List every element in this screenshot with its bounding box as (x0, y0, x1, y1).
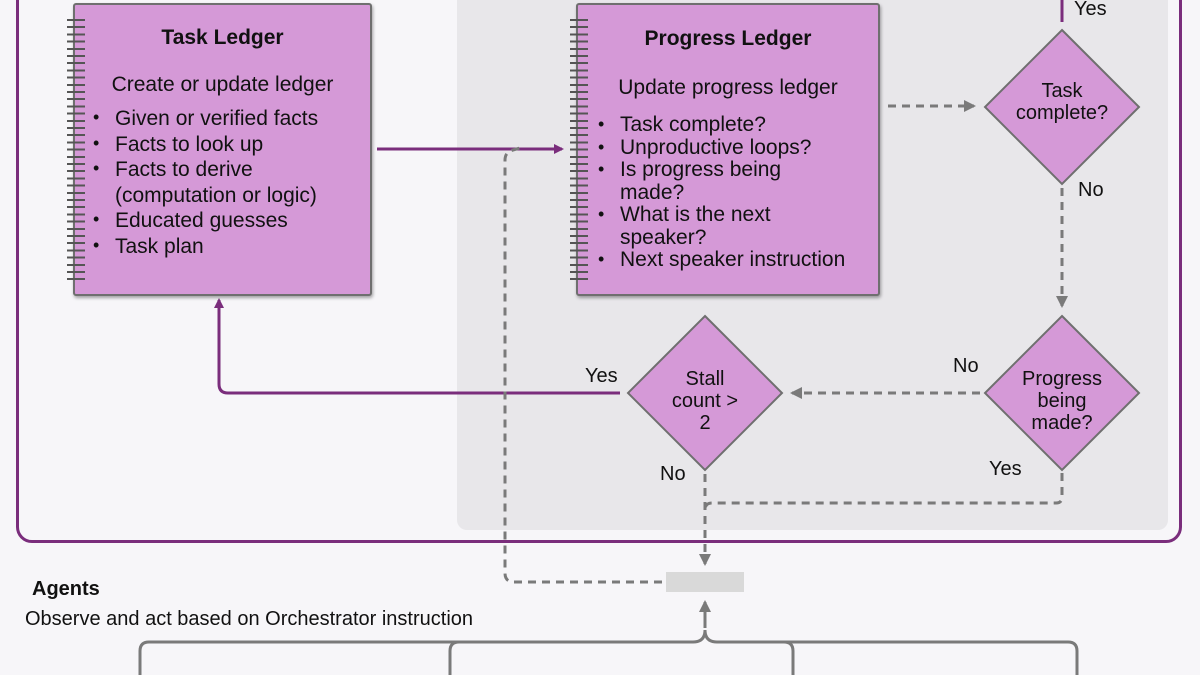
agents-heading: Agents (32, 578, 100, 600)
agents-to-progress-path (503, 146, 662, 584)
list-item: Facts to look up (93, 131, 368, 158)
spiral-binding-icon (570, 19, 588, 281)
task-complete-diamond (983, 28, 1141, 186)
list-item: Facts to derive (computation or logic) (93, 156, 368, 208)
task-ledger-title: Task Ledger (161, 26, 284, 49)
stall-count-diamond (626, 314, 784, 472)
list-item: Task plan (93, 233, 368, 260)
list-item: Unproductive loops? (598, 136, 813, 160)
list-item: Is progress being made? (598, 158, 813, 204)
top-yes-label: Yes (1074, 0, 1107, 20)
progress-ledger-list: Task complete? Unproductive loops? Is pr… (598, 113, 845, 272)
stall-yes-arrow (214, 298, 620, 395)
stall-no-label: No (660, 463, 686, 485)
progress-made-diamond (983, 314, 1141, 472)
stall-yes-label: Yes (585, 365, 618, 387)
list-item: Given or verified facts (93, 105, 368, 132)
agents-description: Observe and act based on Orchestrator in… (25, 608, 474, 630)
progress-ledger-subtitle: Update progress ledger (618, 76, 838, 99)
progress-ledger-card: Progress Ledger Update progress ledger T… (570, 3, 880, 296)
progress-ledger-title: Progress Ledger (644, 27, 812, 50)
task-complete-no-label: No (1078, 179, 1104, 201)
task-ledger-card: Task Ledger Create or update ledger Give… (67, 3, 372, 296)
spiral-binding-icon (67, 19, 85, 281)
progress-made-label: Progress being made? (1021, 368, 1103, 434)
list-item: Next speaker instruction (598, 248, 845, 272)
task-complete-label: Task complete? (1015, 80, 1109, 124)
progress-no-label: No (953, 355, 979, 377)
list-item: Task complete? (598, 113, 813, 137)
list-item: What is the next speaker? (598, 203, 813, 249)
task-ledger-subtitle: Create or update ledger (111, 73, 334, 96)
list-item: Educated guesses (93, 207, 368, 234)
agents-junction-box (666, 572, 744, 592)
progress-yes-label: Yes (989, 458, 1022, 480)
task-ledger-list: Given or verified facts Facts to look up… (93, 105, 368, 260)
stall-count-label: Stall count > 2 (671, 368, 739, 434)
agents-bracket (138, 629, 1079, 675)
orchestrator-frame (16, 0, 1182, 543)
